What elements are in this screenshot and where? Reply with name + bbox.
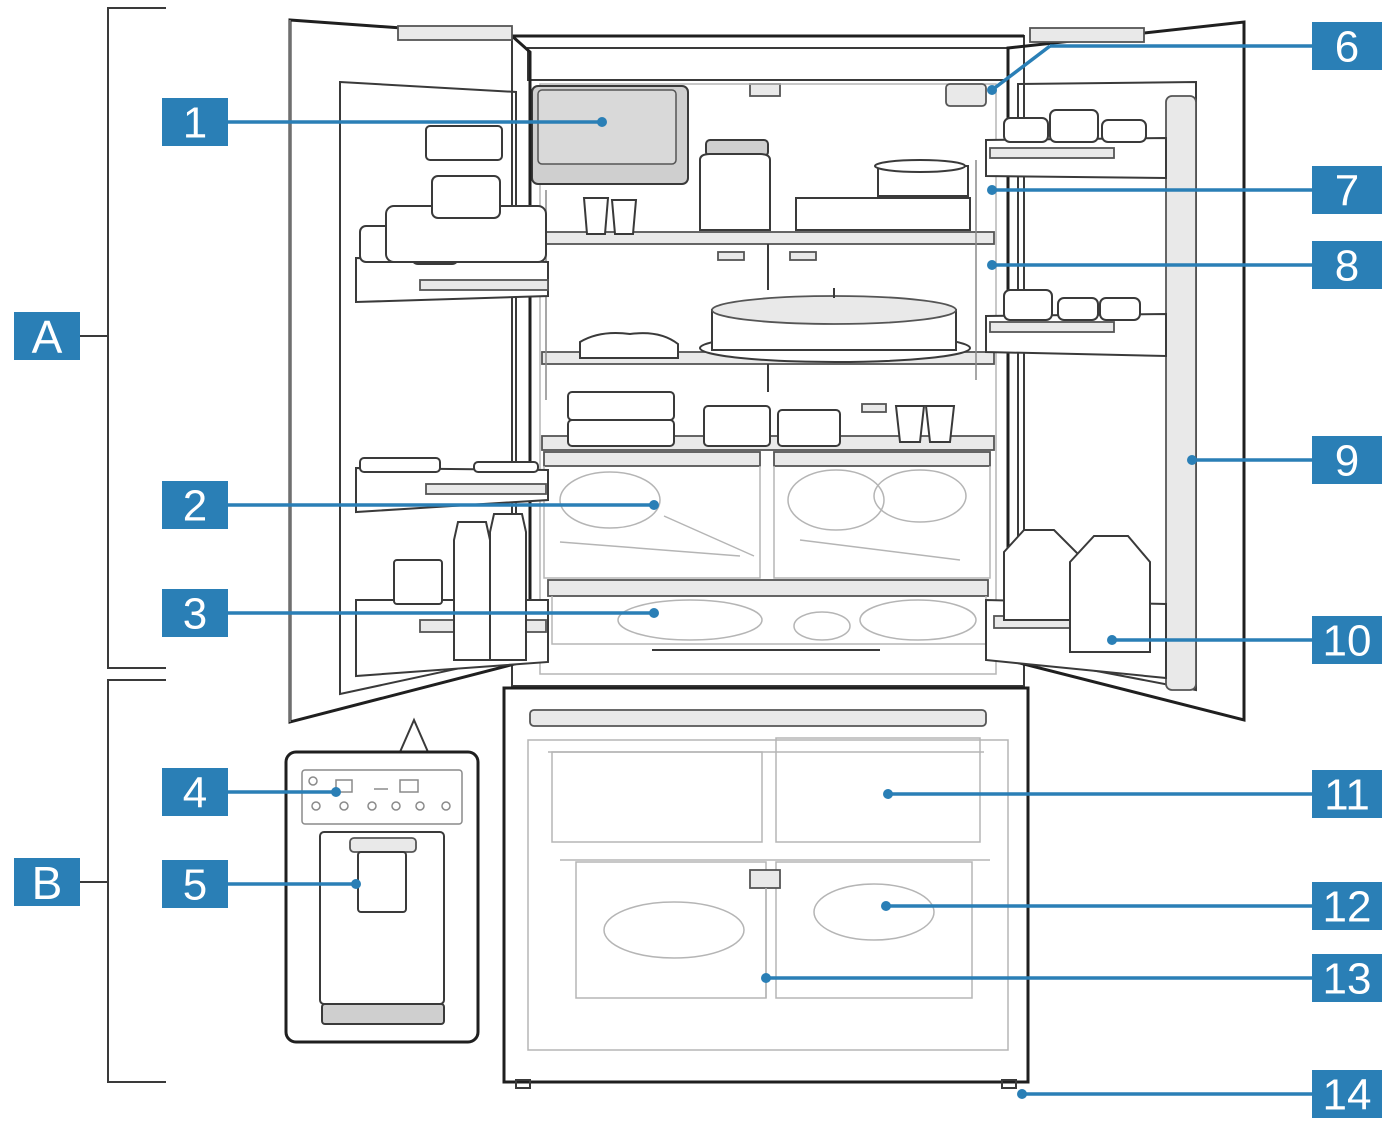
callout-badge-13: 13 — [1312, 954, 1382, 1004]
zone-badge-a: A — [14, 311, 80, 363]
callout-label-5: 5 — [183, 861, 207, 910]
callout-badge-11: 11 — [1312, 770, 1382, 820]
zone-label-a: A — [32, 311, 63, 363]
callout-label-3: 3 — [183, 590, 207, 639]
callout-label-10: 10 — [1323, 617, 1372, 666]
callout-label-14: 14 — [1323, 1071, 1372, 1120]
zone-badge-b: B — [14, 857, 80, 909]
callout-lines — [228, 44, 1312, 1099]
callout-label-9: 9 — [1335, 437, 1359, 486]
callout-badge-6: 6 — [1312, 22, 1382, 72]
callout-label-13: 13 — [1323, 955, 1372, 1004]
callout-label-12: 12 — [1323, 883, 1372, 932]
callout-label-4: 4 — [183, 769, 207, 818]
callout-badge-8: 8 — [1312, 241, 1382, 291]
callout-badge-3: 3 — [162, 589, 228, 639]
callout-badge-1: 1 — [162, 98, 228, 148]
callout-badge-7: 7 — [1312, 166, 1382, 216]
shelf-food-items — [567, 139, 971, 447]
zone-bracket-a — [80, 7, 166, 669]
callout-badge-4: 4 — [162, 768, 228, 818]
freezer-drawer — [502, 686, 1030, 1089]
callout-label-8: 8 — [1335, 242, 1359, 291]
callout-label-11: 11 — [1324, 771, 1370, 820]
ice-maker-box — [531, 85, 689, 185]
callout-label-2: 2 — [183, 482, 207, 531]
callout-label-6: 6 — [1335, 23, 1359, 72]
callout-badge-9: 9 — [1312, 436, 1382, 486]
callout-badge-12: 12 — [1312, 882, 1382, 932]
control-panel-glyphs — [308, 776, 451, 811]
callout-badge-10: 10 — [1312, 616, 1382, 666]
right-door — [985, 20, 1246, 722]
callout-badge-5: 5 — [162, 860, 228, 910]
zone-bracket-b — [80, 679, 166, 1083]
callout-label-1: 1 — [183, 99, 207, 148]
crisper-drawers — [543, 451, 991, 579]
zone-label-b: B — [32, 857, 63, 909]
callout-label-7: 7 — [1335, 167, 1359, 216]
left-door — [288, 18, 549, 724]
callout-badge-2: 2 — [162, 481, 228, 531]
dispenser-panel — [284, 717, 480, 1044]
callout-badge-14: 14 — [1312, 1070, 1382, 1120]
